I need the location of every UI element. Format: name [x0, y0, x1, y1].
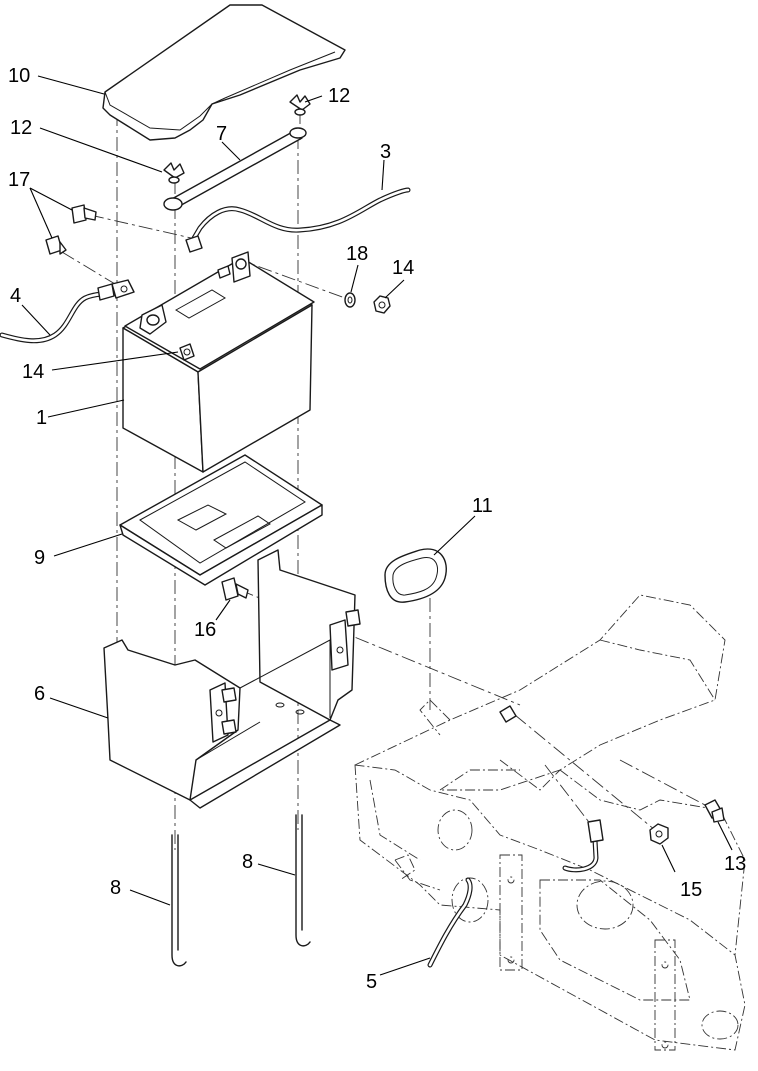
callout-17: 17: [8, 169, 30, 191]
callout-18: 18: [346, 243, 368, 265]
callout-16: 16: [194, 619, 216, 641]
ground-cable: [427, 819, 604, 968]
callout-14-left: 14: [22, 361, 44, 383]
callout-12-lower: 12: [10, 117, 32, 139]
callout-9: 9: [34, 547, 45, 569]
battery-box: [103, 549, 361, 809]
callout-15: 15: [680, 879, 702, 901]
positive-battery-cable: [185, 187, 411, 253]
j-bolt-right: [295, 814, 311, 947]
callout-11: 11: [472, 495, 493, 517]
wing-nut-left: [163, 162, 185, 184]
frame-upper-clip: [499, 705, 517, 723]
leader-lines: [21, 75, 733, 976]
callout-6: 6: [34, 683, 45, 705]
negative-battery-cable: [0, 279, 135, 344]
frame-clamp: [704, 799, 725, 823]
battery-hold-down-bar: [163, 127, 307, 211]
battery-cover: [102, 4, 346, 141]
callout-8-left: 8: [110, 877, 121, 899]
battery: [122, 251, 315, 473]
wing-nut-top-right: [289, 94, 311, 116]
terminal-nut-right: [373, 295, 391, 314]
callout-8-right: 8: [242, 851, 253, 873]
callout-3: 3: [380, 141, 391, 163]
frame-nut: [649, 823, 669, 845]
callout-1: 1: [36, 407, 47, 429]
callout-labels: 10 12 12 7 3 17 18 14 4 14 1 11 9 16 6 1…: [8, 65, 746, 993]
callout-7: 7: [216, 123, 227, 145]
callout-10: 10: [8, 65, 30, 87]
mounting-bolt: [221, 577, 249, 601]
j-bolt-left: [171, 834, 187, 967]
terminal-bolt-upper: [71, 204, 97, 224]
callout-4: 4: [10, 285, 21, 307]
terminal-bolt-lower: [45, 235, 67, 255]
callout-5: 5: [366, 971, 377, 993]
lock-washer: [344, 292, 356, 308]
battery-tray: [119, 454, 323, 586]
callout-12-upper: 12: [328, 85, 350, 107]
callout-14-right: 14: [392, 257, 414, 279]
cable-grommet: [384, 548, 447, 603]
frame-phantom: [354, 594, 746, 1051]
callout-13: 13: [724, 853, 746, 875]
